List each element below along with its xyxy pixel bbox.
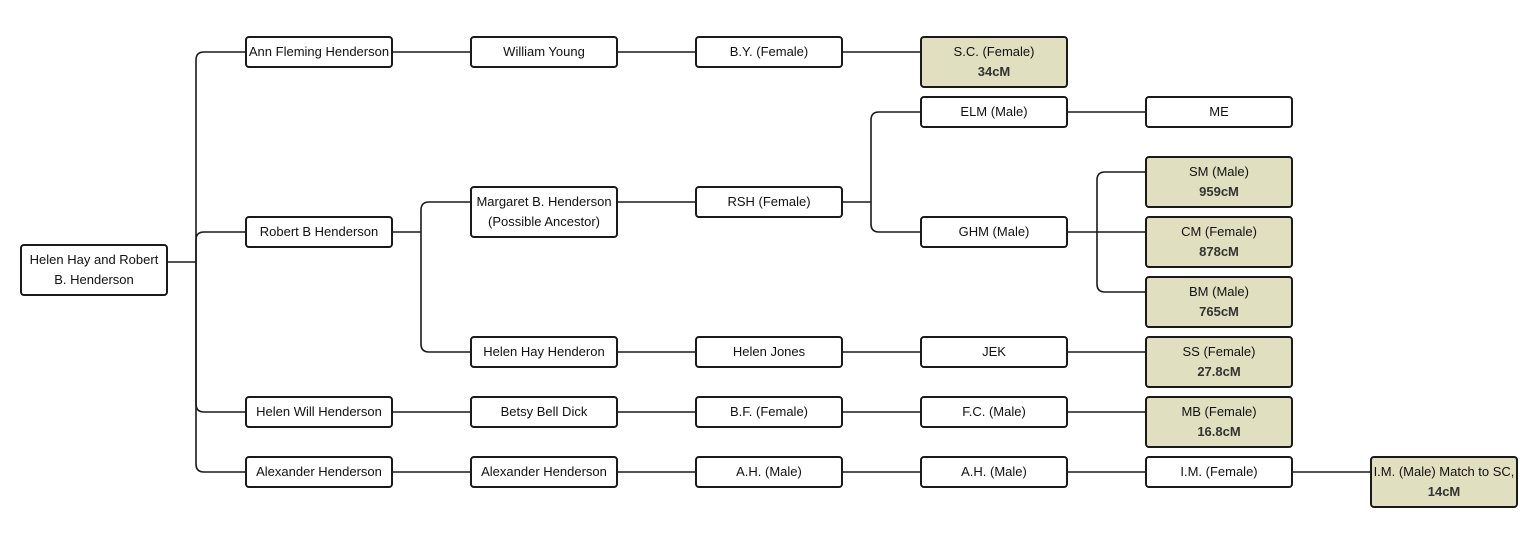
- connector-robert-branch-1: [420, 232, 470, 353]
- node-helenwill: Helen Will Henderson: [245, 396, 393, 428]
- node-rsh-label: RSH (Female): [727, 194, 811, 209]
- node-me-label: ME: [1209, 104, 1229, 119]
- node-ss: SS (Female) 27.8cM: [1145, 336, 1293, 388]
- connector-rsh-branch-1: [870, 202, 920, 233]
- node-alex2: Alexander Henderson: [470, 456, 618, 488]
- node-cm-female: CM (Female) 878cM: [1145, 216, 1293, 268]
- node-alex1-label: Alexander Henderson: [256, 464, 382, 479]
- connector-root-branch-3: [195, 262, 245, 473]
- node-betsy: Betsy Bell Dick: [470, 396, 618, 428]
- node-sc: S.C. (Female) 34cM: [920, 36, 1068, 88]
- node-ah2: A.H. (Male): [920, 456, 1068, 488]
- node-root-line2: B. Henderson: [54, 272, 134, 287]
- node-margaret-line2: (Possible Ancestor): [488, 214, 600, 229]
- node-ghm-label: GHM (Male): [958, 224, 1030, 239]
- node-jek-label: JEK: [982, 344, 1006, 359]
- node-mb-cm: 16.8cM: [1197, 424, 1241, 439]
- node-helenwill-label: Helen Will Henderson: [256, 404, 382, 419]
- node-helenjones: Helen Jones: [695, 336, 843, 368]
- node-im-male: I.M. (Male) Match to SC, 14cM: [1370, 456, 1518, 508]
- node-helenjones-label: Helen Jones: [732, 344, 806, 359]
- node-helenhay-label: Helen Hay Henderon: [483, 344, 605, 359]
- node-im-female: I.M. (Female): [1145, 456, 1293, 488]
- node-bm-cm: 765cM: [1199, 304, 1239, 319]
- node-me: ME: [1145, 96, 1293, 128]
- connector-root-branch-0: [195, 51, 245, 262]
- node-rsh: RSH (Female): [695, 186, 843, 218]
- node-cm-female-cm: 878cM: [1199, 244, 1239, 259]
- node-ss-cm: 27.8cM: [1197, 364, 1241, 379]
- node-mb: MB (Female) 16.8cM: [1145, 396, 1293, 448]
- node-ghm: GHM (Male): [920, 216, 1068, 248]
- node-helenhay: Helen Hay Henderon: [470, 336, 618, 368]
- node-by: B.Y. (Female): [695, 36, 843, 68]
- node-margaret-line1: Margaret B. Henderson: [476, 194, 612, 209]
- node-sm-label: SM (Male): [1189, 164, 1249, 179]
- node-alex2-label: Alexander Henderson: [481, 464, 607, 479]
- node-by-label: B.Y. (Female): [729, 44, 809, 59]
- node-betsy-label: Betsy Bell Dick: [500, 404, 588, 419]
- node-ah1-label: A.H. (Male): [736, 464, 802, 479]
- node-ann: Ann Fleming Henderson: [245, 36, 393, 68]
- node-root-line1: Helen Hay and Robert: [29, 252, 159, 267]
- connector-rsh-branch-0: [870, 111, 920, 202]
- node-ss-label: SS (Female): [1182, 344, 1256, 359]
- node-bf-label: B.F. (Female): [729, 404, 808, 419]
- node-robert: Robert B Henderson: [245, 216, 393, 248]
- node-sm: SM (Male) 959cM: [1145, 156, 1293, 208]
- node-sc-cm: 34cM: [977, 64, 1011, 79]
- node-ann-label: Ann Fleming Henderson: [248, 44, 390, 59]
- node-sm-cm: 959cM: [1199, 184, 1239, 199]
- connector-root-branch-2: [195, 262, 245, 413]
- node-bm-label: BM (Male): [1189, 284, 1249, 299]
- node-im-male-label: I.M. (Male) Match to SC,: [1373, 464, 1515, 479]
- node-root: Helen Hay and Robert B. Henderson: [20, 244, 168, 296]
- node-elm: ELM (Male): [920, 96, 1068, 128]
- node-sc-label: S.C. (Female): [953, 44, 1035, 59]
- node-jek: JEK: [920, 336, 1068, 368]
- node-elm-label: ELM (Male): [960, 104, 1028, 119]
- node-fc: F.C. (Male): [920, 396, 1068, 428]
- node-bf: B.F. (Female): [695, 396, 843, 428]
- node-mb-label: MB (Female): [1181, 404, 1257, 419]
- node-im-male-cm: 14cM: [1427, 484, 1461, 499]
- node-alex1: Alexander Henderson: [245, 456, 393, 488]
- connector-robert-branch-0: [420, 201, 470, 232]
- node-bm: BM (Male) 765cM: [1145, 276, 1293, 328]
- node-ah2-label: A.H. (Male): [961, 464, 1027, 479]
- connector-ghm-branch-2: [1096, 232, 1145, 293]
- connector-ghm-branch-0: [1096, 171, 1145, 232]
- connector-root-branch-1: [195, 231, 245, 262]
- node-margaret: Margaret B. Henderson (Possible Ancestor…: [470, 186, 618, 238]
- node-ah1: A.H. (Male): [695, 456, 843, 488]
- node-im-female-label: I.M. (Female): [1180, 464, 1258, 479]
- node-fc-label: F.C. (Male): [962, 404, 1026, 419]
- node-william-label: William Young: [503, 44, 585, 59]
- node-william: William Young: [470, 36, 618, 68]
- node-robert-label: Robert B Henderson: [259, 224, 379, 239]
- node-cm-female-label: CM (Female): [1181, 224, 1257, 239]
